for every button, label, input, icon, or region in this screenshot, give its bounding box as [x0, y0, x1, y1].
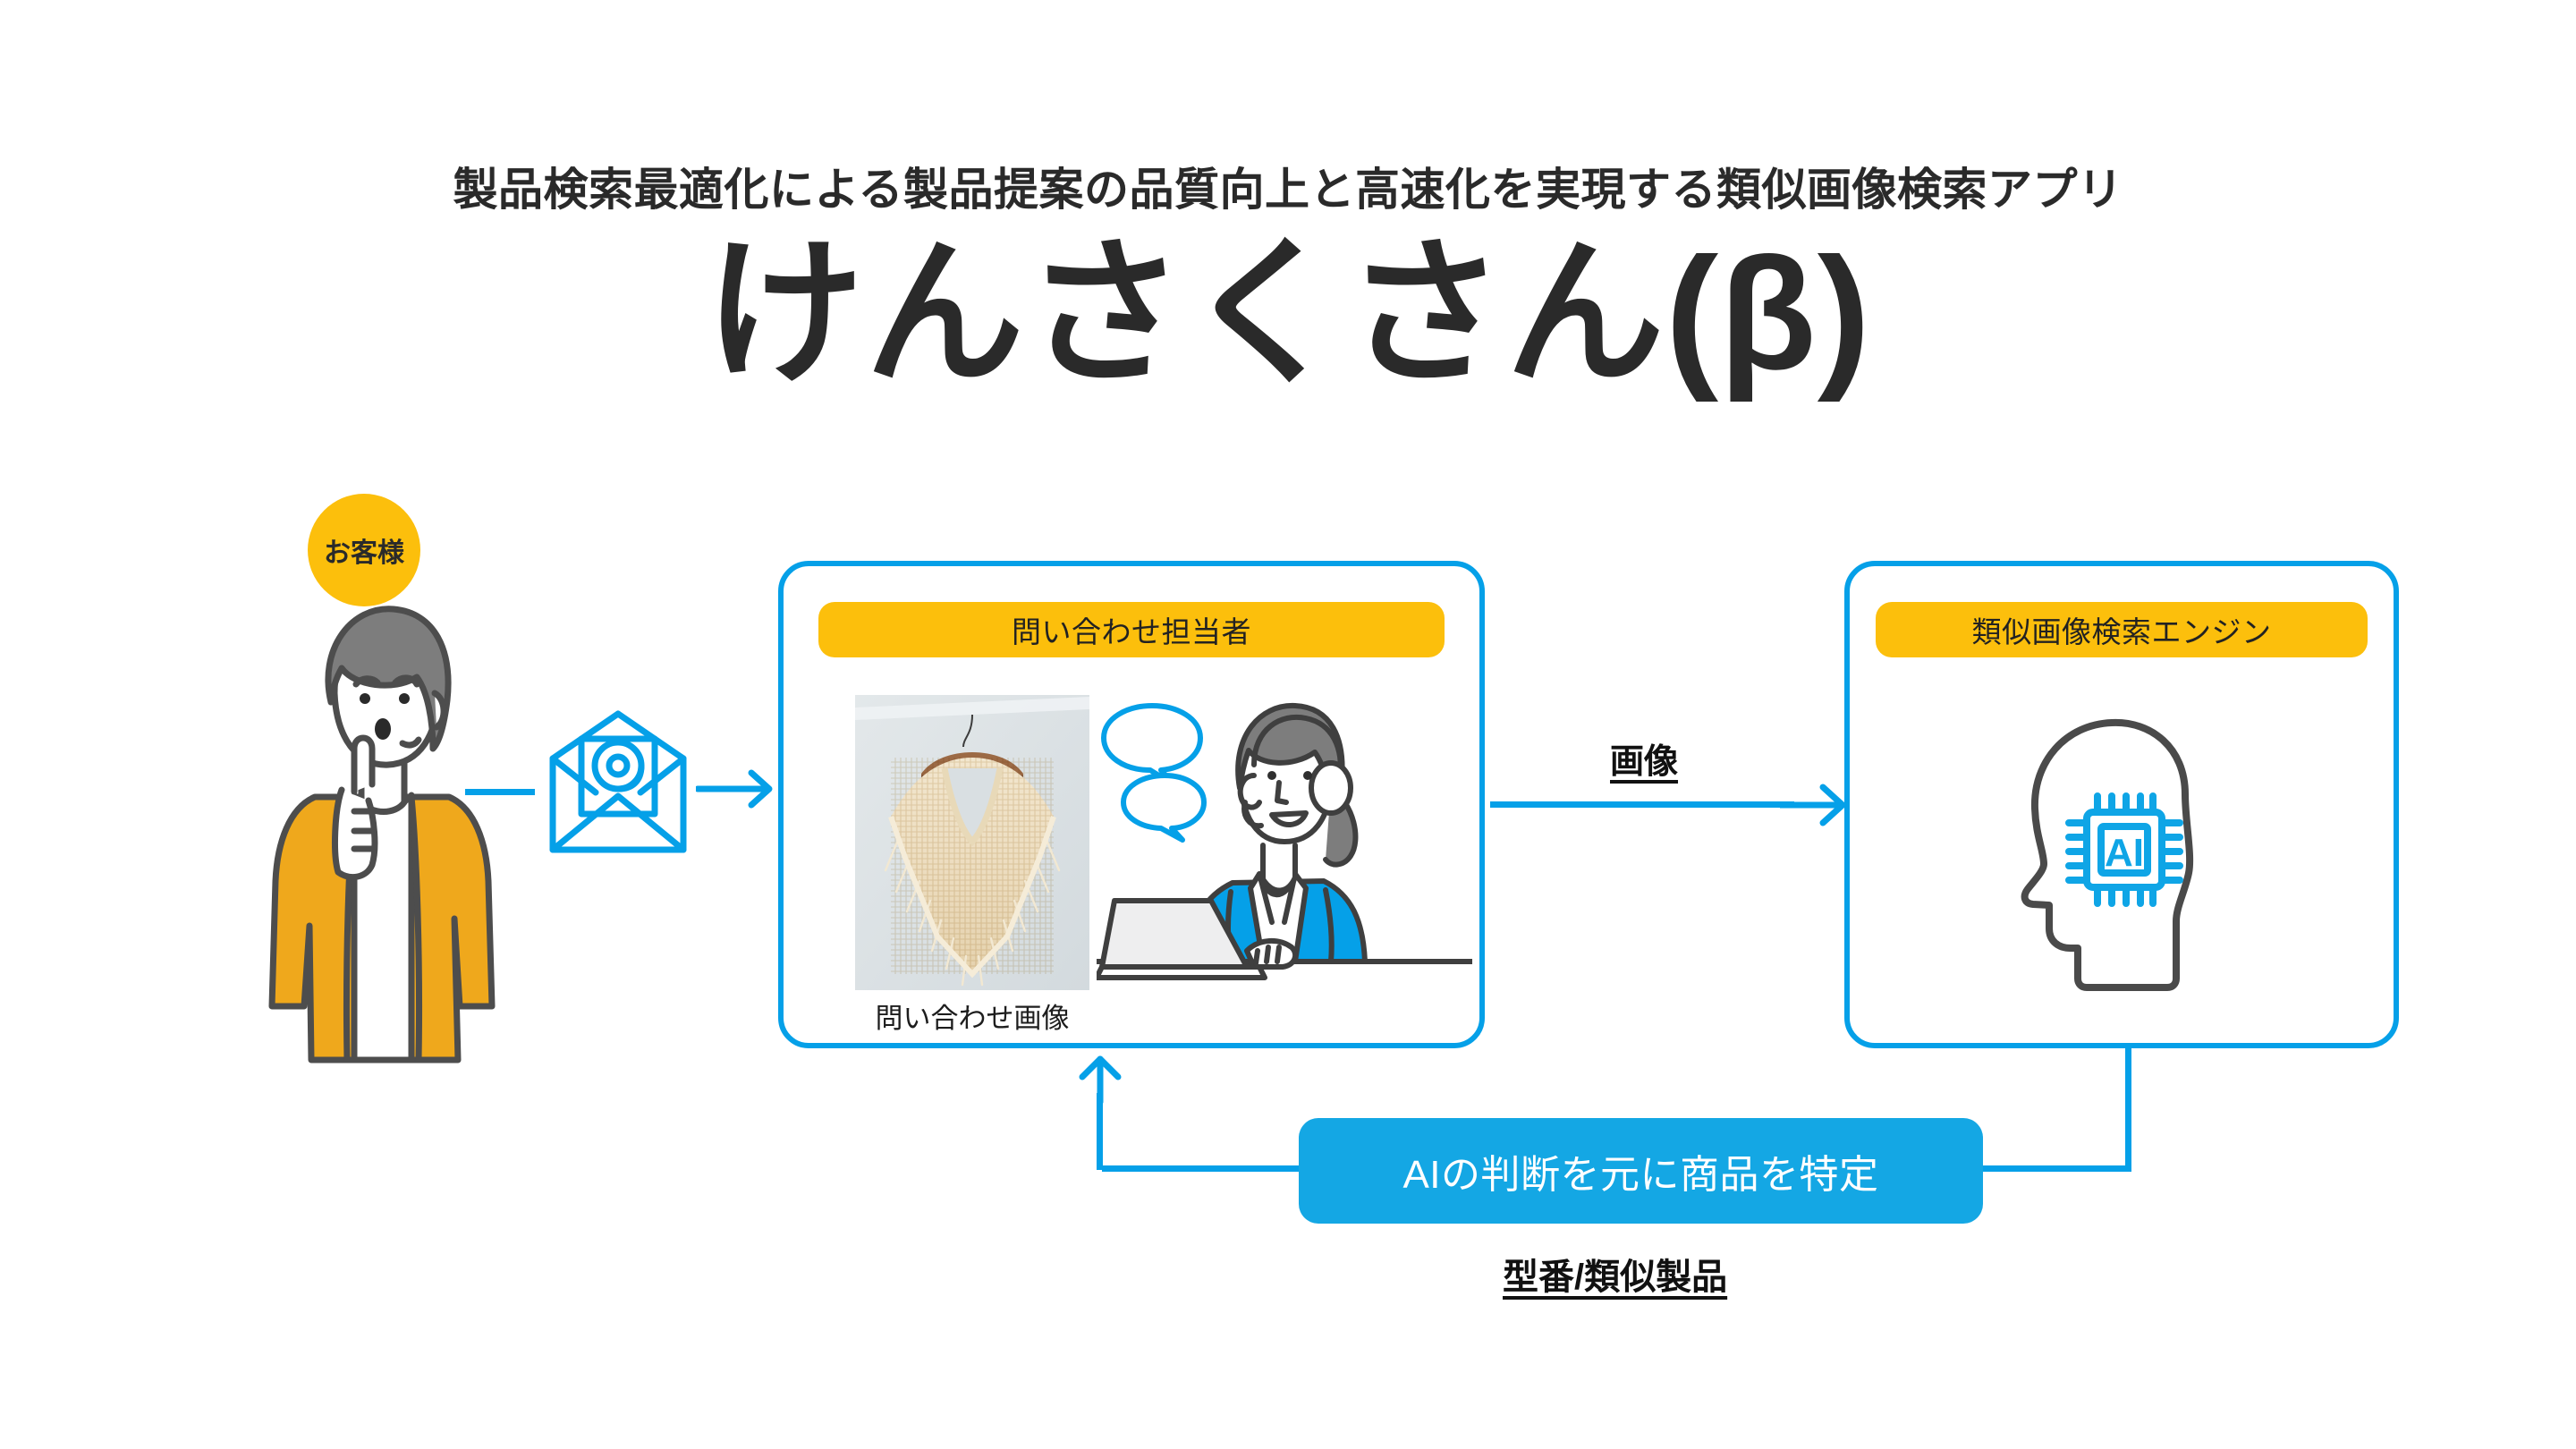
arrow-agent-to-engine [1776, 780, 1852, 835]
connector-pill-left [1102, 1165, 1302, 1172]
arrow-feedback-to-agent [1072, 1054, 1129, 1108]
connector-customer-mail [465, 789, 535, 795]
support-operator-illustration [1094, 682, 1475, 1040]
engine-card: 類似画像検索エンジン AI [1844, 561, 2399, 1048]
connector-pill-right [1982, 1165, 2131, 1172]
connector-engine-down [2125, 1048, 2131, 1172]
connector-agent-up [1097, 1093, 1103, 1170]
agent-card: 問い合わせ担当者 [778, 561, 1485, 1048]
email-at-icon [542, 707, 694, 859]
inquiry-product-photo [855, 695, 1089, 990]
agent-card-badge-label: 問い合わせ担当者 [1012, 615, 1251, 648]
customer-badge-label: お客様 [324, 538, 404, 568]
agent-card-badge: 問い合わせ担当者 [818, 602, 1445, 657]
ai-chip-head-icon: AI [2010, 714, 2233, 991]
engine-card-badge-label: 類似画像検索エンジン [1971, 615, 2272, 648]
arrow-mail-to-agent [694, 766, 778, 817]
customer-badge: お客様 [308, 494, 420, 606]
feedback-pill: AIの判断を元に商品を特定 [1299, 1118, 1983, 1224]
connector-agent-engine [1490, 801, 1794, 808]
inquiry-photo-caption: 問い合わせ画像 [875, 1003, 1070, 1034]
feedback-pill-label: AIの判断を元に商品を特定 [1402, 1153, 1879, 1197]
page-title: けんさくさん(β) [704, 225, 1872, 402]
page-subtitle: 製品検索最適化による製品提案の品質向上と高速化を実現する類似画像検索アプリ [453, 165, 2123, 215]
flow-label-image: 画像 [1610, 743, 1679, 781]
engine-card-badge: 類似画像検索エンジン [1876, 602, 2368, 657]
flow-label-model-number: 型番/類似製品 [1503, 1258, 1728, 1297]
ai-chip-label: AI [2105, 831, 2144, 875]
customer-illustration [268, 586, 501, 1069]
